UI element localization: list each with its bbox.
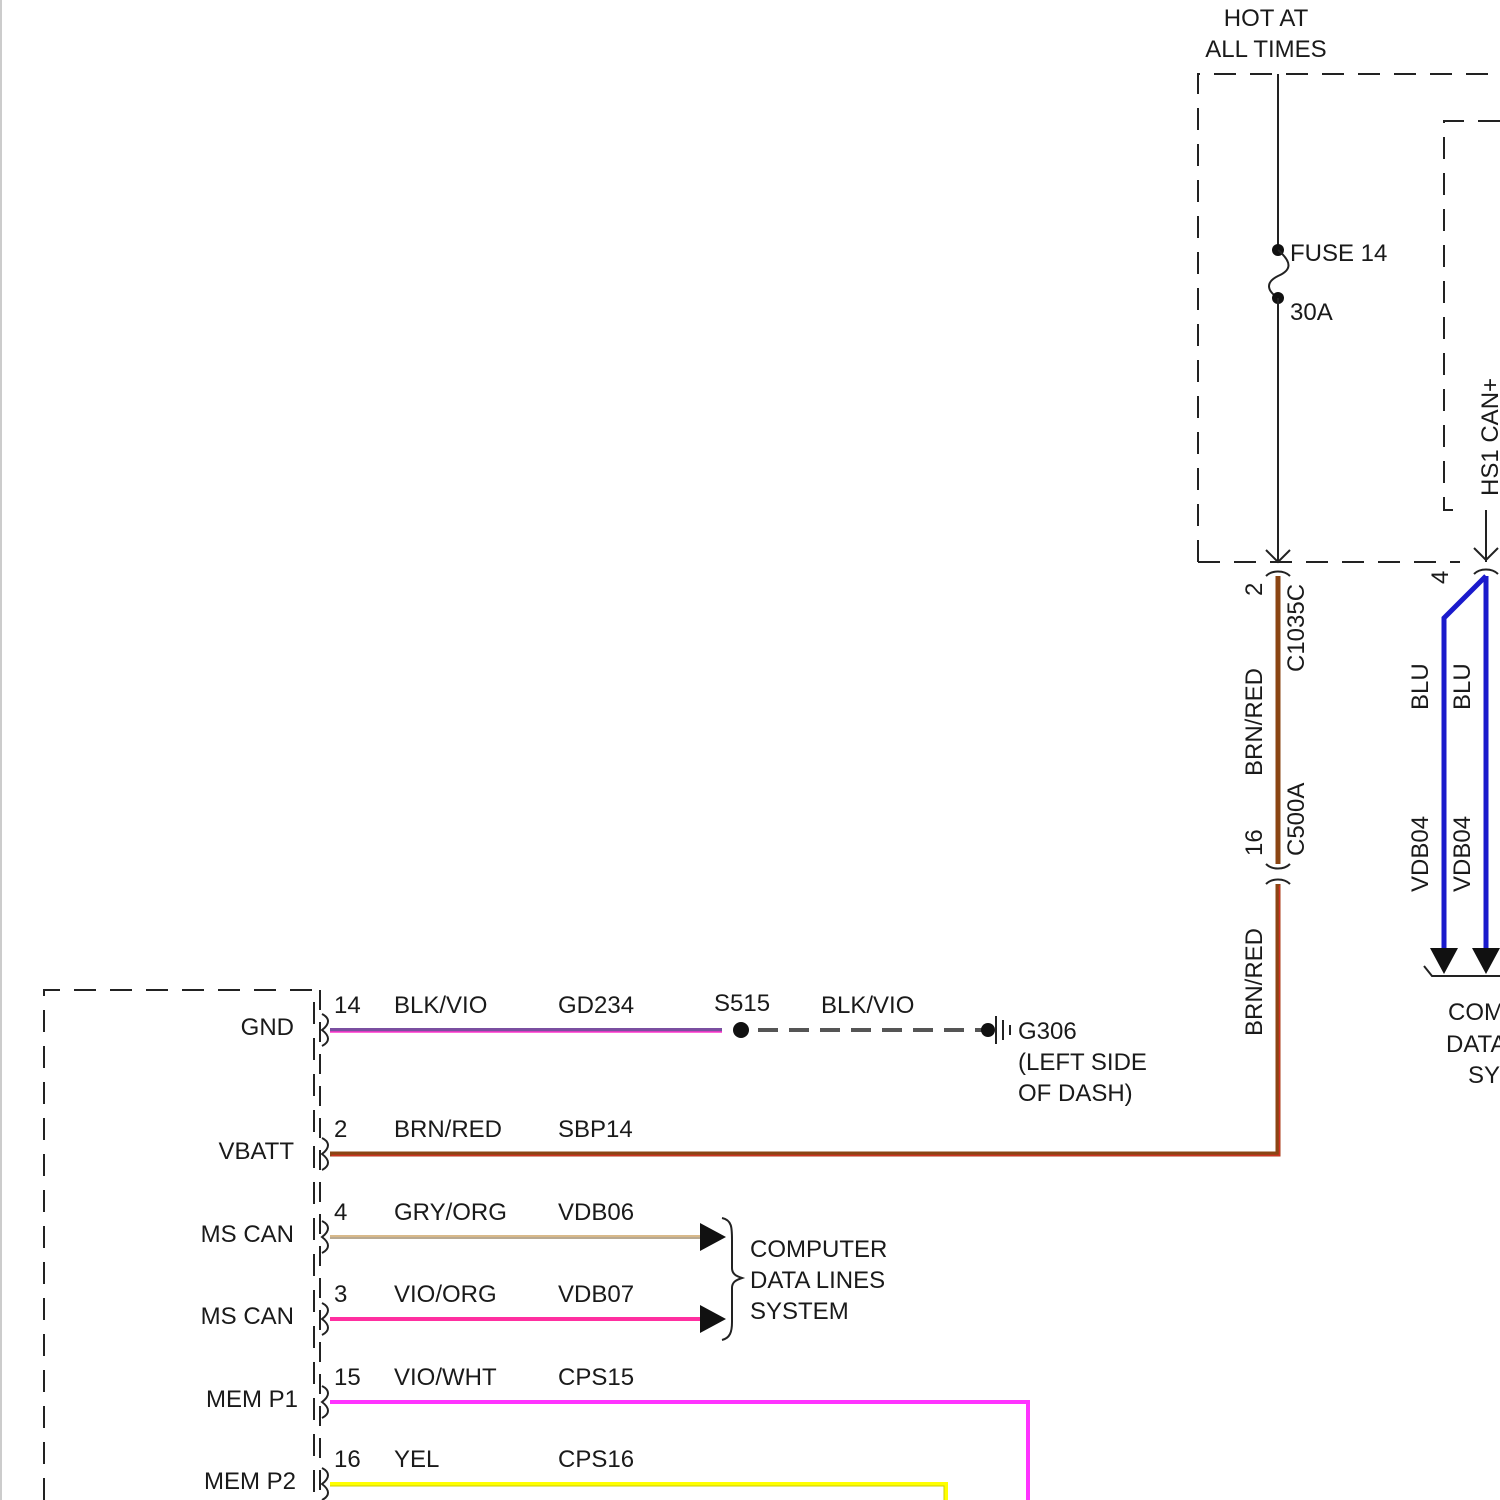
circuit-mem-p2: CPS16 [558, 1446, 634, 1473]
data-lines-label-1: COMPUTER [750, 1236, 887, 1263]
ground-icon [996, 1016, 1010, 1044]
data-lines-brace [722, 1218, 742, 1340]
fuse-box-outline [1198, 74, 1500, 562]
c500-pin-cup-top [1266, 864, 1290, 869]
pin-number-mem-p1: 15 [334, 1364, 361, 1391]
pin-number-ms-can-1: 4 [334, 1199, 347, 1226]
pin-number-ms-can-2: 3 [334, 1281, 347, 1308]
splice-label: S515 [714, 990, 770, 1017]
ms-can-2-arrow [700, 1305, 726, 1333]
c500-pin-cup-bottom [1266, 880, 1290, 885]
circuit-mem-p1: CPS15 [558, 1364, 634, 1391]
right-system-label-2: DATA [1446, 1031, 1500, 1058]
can-pin-cup [1474, 570, 1498, 575]
wire-color-lower: BRN/RED [1241, 928, 1268, 1036]
wire-color-vbatt: BRN/RED [394, 1116, 502, 1143]
pin-name-mem-p2: MEM P2 [204, 1468, 296, 1495]
pin-number-mem-p2: 16 [334, 1446, 361, 1473]
wire-color-upper: BRN/RED [1241, 668, 1268, 776]
wire-color-mem-p1: VIO/WHT [394, 1364, 497, 1391]
gnd-after-splice-color: BLK/VIO [821, 992, 914, 1019]
wire-color-gnd: BLK/VIO [394, 992, 487, 1019]
c500-pin-number: 16 [1241, 829, 1268, 856]
vdb-circuit-left: VDB04 [1407, 816, 1434, 892]
data-lines-label-2: DATA LINES [750, 1267, 885, 1294]
c1035-connector-name: C1035C [1283, 584, 1310, 672]
pin-brackets [322, 1014, 328, 1500]
blu-wire-left [1444, 576, 1486, 950]
brn-red-wire-stripe [332, 886, 1280, 1156]
blu-color-left: BLU [1407, 663, 1434, 710]
pin-name-ms-can-2: MS CAN [201, 1303, 294, 1330]
fuse-symbol [1269, 250, 1289, 298]
pin-number-gnd: 14 [334, 992, 361, 1019]
circuit-gnd: GD234 [558, 992, 634, 1019]
ground-id: G306 [1018, 1018, 1077, 1045]
c1035-pin-number: 2 [1241, 583, 1268, 596]
splice-s515 [733, 1022, 749, 1038]
fuse-box [1198, 74, 1500, 562]
ground-location-2: OF DASH) [1018, 1080, 1133, 1107]
hot-label-1: HOT AT [1224, 5, 1309, 32]
ms-can-1-arrow [700, 1223, 726, 1251]
fuse-label: FUSE 14 [1290, 240, 1387, 267]
fuse-rating: 30A [1290, 299, 1333, 326]
circuit-ms-can-1: VDB06 [558, 1199, 634, 1226]
wire-color-ms-can-1: GRY/ORG [394, 1199, 507, 1226]
circuit-ms-can-2: VDB07 [558, 1281, 634, 1308]
vdb-circuit-right: VDB04 [1449, 816, 1476, 892]
c1035-pin-cup [1266, 572, 1290, 577]
pin-name-gnd: GND [241, 1014, 294, 1041]
right-system-label-3: SY [1468, 1062, 1500, 1089]
ground-terminal [981, 1023, 995, 1037]
circuit-vbatt: SBP14 [558, 1116, 633, 1143]
can-label: HS1 CAN+ [1477, 378, 1500, 496]
yel-wire-edge [330, 1486, 944, 1500]
hot-label-2: ALL TIMES [1205, 36, 1326, 63]
pin-name-ms-can-1: MS CAN [201, 1221, 294, 1248]
right-system-label-1: COM [1448, 999, 1500, 1026]
blu-right-arrow [1472, 948, 1500, 974]
data-lines-label-3: SYSTEM [750, 1298, 849, 1325]
ground-location-1: (LEFT SIDE [1018, 1049, 1147, 1076]
can-pin-number: 4 [1427, 571, 1454, 584]
wire-color-mem-p2: YEL [394, 1446, 439, 1473]
brn-red-wire-lower [330, 884, 1278, 1154]
pin-number-vbatt: 2 [334, 1116, 347, 1143]
pin-name-mem-p1: MEM P1 [206, 1386, 298, 1413]
pin-name-vbatt: VBATT [218, 1138, 294, 1165]
blu-left-arrow [1430, 948, 1458, 974]
blu-color-right: BLU [1449, 663, 1476, 710]
c500-connector-name: C500A [1283, 783, 1310, 856]
wire-color-ms-can-2: VIO/ORG [394, 1281, 497, 1308]
